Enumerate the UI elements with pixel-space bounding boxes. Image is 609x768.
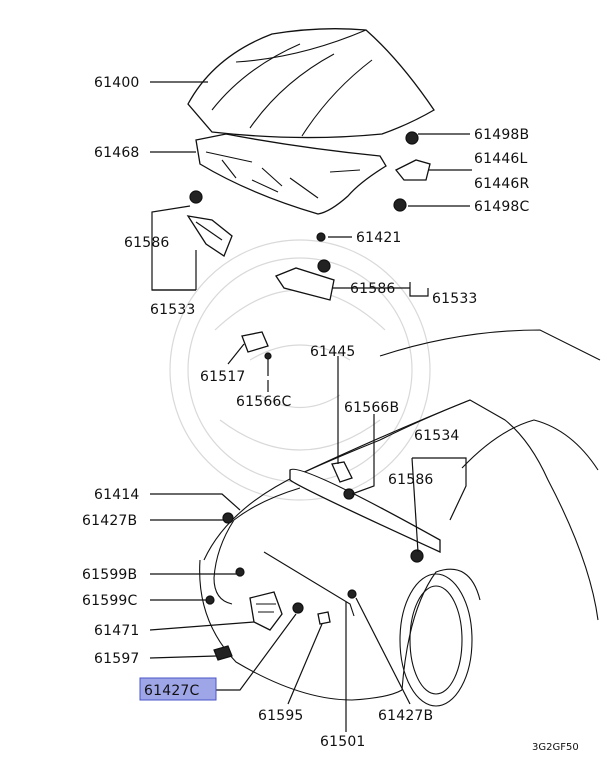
label-61517: 61517 [200,369,246,385]
label-61421: 61421 [356,230,402,246]
label-61414: 61414 [94,487,140,503]
label-61534: 61534 [414,428,460,444]
label-61586-right: 61586 [388,472,434,488]
part-labels: 61400 61468 61498B 61446L 61446R 61498C … [82,75,530,750]
label-61427b-left: 61427B [82,513,137,529]
label-61599c: 61599C [82,593,138,609]
label-61501: 61501 [320,734,366,750]
label-61498c: 61498C [474,199,530,215]
hood-lock [249,591,304,631]
hood-lock-catch [241,331,272,376]
label-61471: 61471 [94,623,140,639]
hood-weatherstrip [289,468,441,563]
hood-release-cable [213,487,355,617]
label-61566b: 61566B [344,400,399,416]
label-61427b-right: 61427B [378,708,433,724]
label-61597: 61597 [94,651,140,667]
label-61427c: 61427C [144,683,200,699]
hood-bumper-parts [393,131,431,212]
diagram-code: 3G2GF50 [532,742,579,753]
label-61533-left: 61533 [150,302,196,318]
hood-stay-center [275,232,335,301]
highlight-box [139,677,217,701]
hood-stay-left [186,190,233,257]
label-61468: 61468 [94,145,140,161]
hood-support-bracket [331,461,355,500]
label-61445: 61445 [310,344,356,360]
hood-panel [187,28,435,139]
label-61446r: 61446R [474,176,530,192]
label-61599b: 61599B [82,567,137,583]
label-61586-left: 61586 [124,235,170,251]
label-61566c: 61566C [236,394,292,410]
label-61446l: 61446L [474,151,528,167]
label-61595: 61595 [258,708,304,724]
leader-lines [149,81,472,732]
hood-inner-frame [195,133,387,215]
label-61498b: 61498B [474,127,529,143]
car-body-outline [199,329,601,707]
small-fasteners [205,512,357,661]
label-61400: 61400 [94,75,140,91]
label-61533-right: 61533 [432,291,478,307]
label-61586-center: 61586 [350,281,396,297]
